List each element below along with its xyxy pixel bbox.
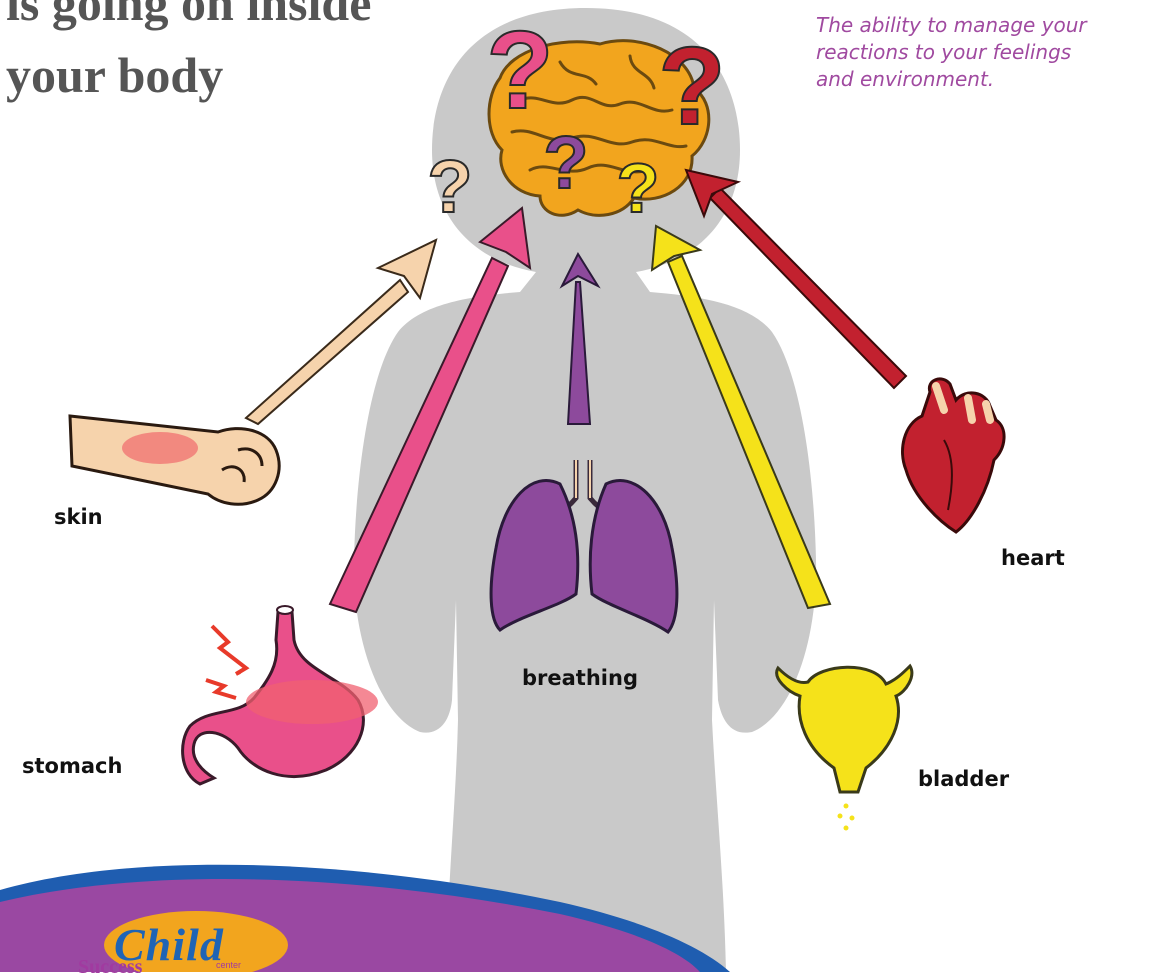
definition-line-1: The ability to manage your [816,12,1146,39]
question-mark-pink: ? [486,9,553,132]
bladder-organ-icon [777,666,912,831]
label-heart: heart [1001,546,1065,570]
label-bladder: bladder [918,767,1009,791]
definition-text: The ability to manage your reactions to … [816,12,1146,93]
heading-line-2: your body [6,50,223,100]
heading-line-1: is going on inside [6,0,371,28]
label-skin: skin [54,505,103,529]
label-stomach: stomach [22,754,122,778]
heart-organ-icon [903,379,1005,532]
stomach-organ-icon [183,606,378,784]
label-breathing: breathing [522,666,638,690]
question-mark-beige: ? [427,145,472,228]
logo-word-success: Success [78,956,142,979]
definition-line-3: and environment. [816,66,1146,93]
question-mark-yellow: ? [617,149,660,227]
question-mark-purple: ? [543,121,588,204]
question-mark-red: ? [658,25,725,148]
definition-line-2: reactions to your feelings [816,39,1146,66]
logo-word-center: center [216,960,241,970]
arm-fist-icon [70,416,279,504]
